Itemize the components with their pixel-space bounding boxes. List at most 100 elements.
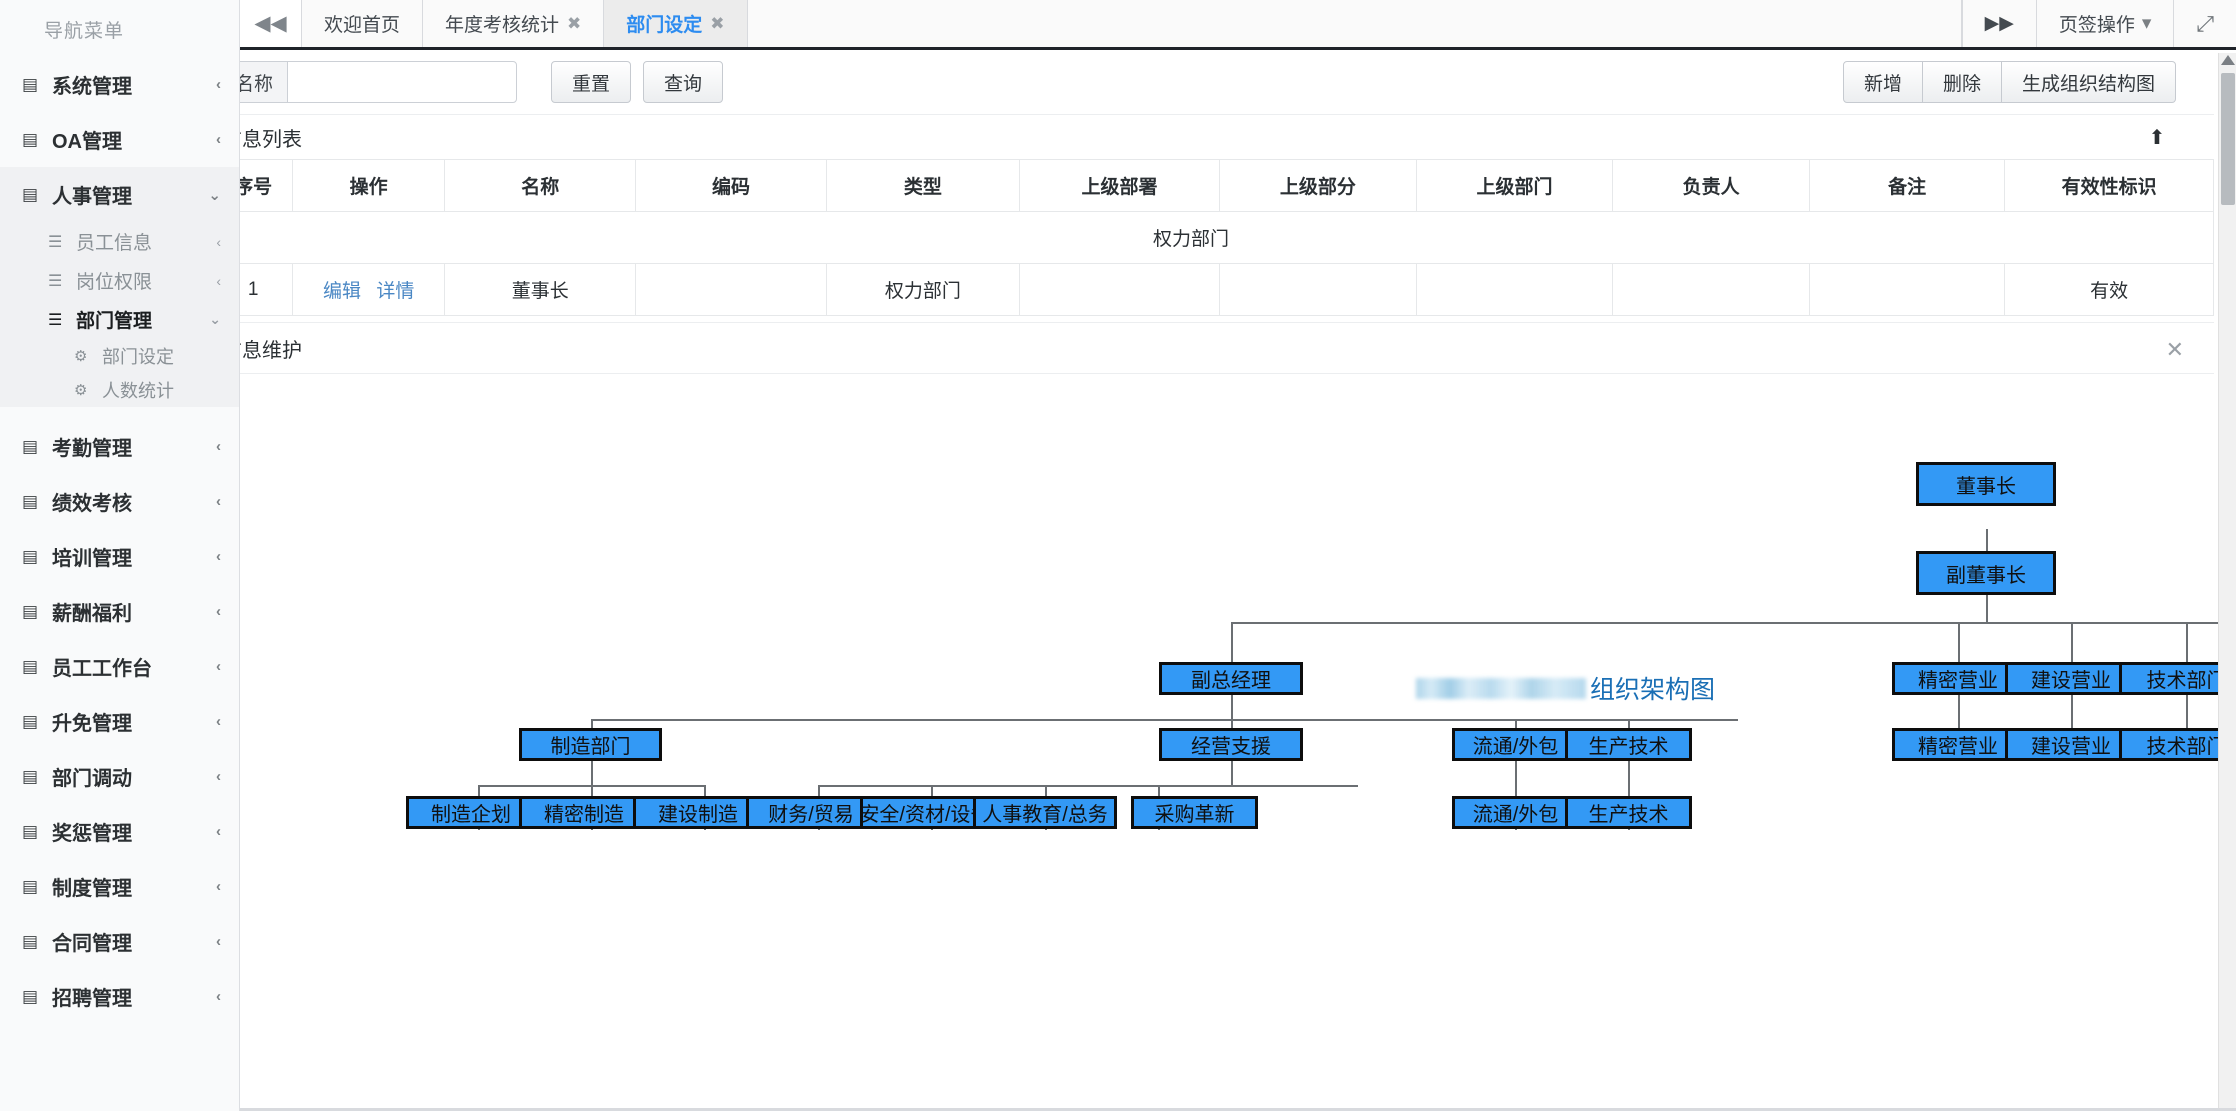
org-node-precision-manufacturing[interactable]: 精密制造 [519, 796, 649, 829]
column-code[interactable]: 编码 [635, 159, 827, 212]
connector [591, 719, 1738, 721]
edit-link[interactable]: 编辑 [323, 281, 362, 302]
org-node-chairman[interactable]: 董事长 [1916, 462, 2056, 506]
connector [1231, 761, 1233, 785]
sidebar-item-label: 考勤管理 [52, 438, 132, 460]
org-node-technology-div[interactable]: 技术部门 [2119, 662, 2236, 695]
delete-button[interactable]: 删除 [1922, 61, 2002, 103]
table-row[interactable]: 1 编辑 详情 董事长 权力部门 有效 [240, 263, 2214, 316]
org-node-production-technology-l4[interactable]: 生产技术 [1565, 728, 1692, 761]
sidebar-item-performance-review[interactable]: ▤ 绩效考核 ‹ [0, 474, 239, 529]
sidebar-item-hr-management[interactable]: ▤ 人事管理 ⌄ [0, 167, 239, 222]
refresh-icon[interactable]: ⬆ [2148, 126, 2166, 149]
sidebar-item-recruitment-management[interactable]: ▤ 招聘管理 ‹ [0, 969, 239, 1024]
org-node-construction-sales-div[interactable]: 建设营业 [2005, 662, 2137, 695]
column-owner[interactable]: 负责人 [1612, 159, 1810, 212]
sidebar-item-headcount-statistics[interactable]: ⚙ 人数统计 [0, 373, 239, 407]
column-remark[interactable]: 备注 [1808, 159, 2006, 212]
sidebar-subitem-label: 岗位权限 [76, 272, 153, 293]
sidebar-item-position-permission[interactable]: ☰ 岗位权限 ‹ [0, 261, 239, 300]
caret-down-icon: ▾ [2141, 13, 2152, 34]
org-node-manufacturing-dept[interactable]: 制造部门 [519, 728, 662, 761]
sidebar-subitem-label: 员工信息 [76, 233, 153, 254]
column-name[interactable]: 名称 [444, 159, 637, 212]
tab-welcome-home[interactable]: 欢迎首页 [302, 0, 424, 47]
sidebar-item-label: 部门调动 [52, 768, 132, 790]
tab-annual-review-statistics[interactable]: 年度考核统计 ✖ [423, 0, 605, 47]
sidebar-item-department-transfer[interactable]: ▤ 部门调动 ‹ [0, 749, 239, 804]
tabs-scroll-left-button[interactable]: ◀◀ [240, 0, 302, 47]
column-operation[interactable]: 操作 [291, 159, 446, 212]
org-node-technology-team[interactable]: 技术部门 [2119, 728, 2236, 761]
book-icon: ▤ [22, 491, 39, 511]
sidebar-item-reward-punishment[interactable]: ▤ 奖惩管理 ‹ [0, 804, 239, 859]
org-chart: 组织架构图 [240, 374, 2236, 904]
row-parent-bu [1018, 263, 1221, 316]
column-parent-division[interactable]: 上级部分 [1219, 159, 1417, 212]
org-node-distribution-outsourcing-l4[interactable]: 流通/外包 [1452, 728, 1579, 761]
org-node-precision-sales-div[interactable]: 精密营业 [1892, 662, 2024, 695]
tab-close-icon[interactable]: ✖ [710, 13, 725, 33]
tabs-scroll-right-button[interactable]: ▶▶ [1961, 0, 2036, 47]
connector [1958, 695, 1960, 740]
org-node-hr-education-general-affairs[interactable]: 人事教育/总务 [973, 796, 1117, 829]
sidebar-item-attendance-management[interactable]: ▤ 考勤管理 ‹ [0, 419, 239, 474]
sidebar-item-employee-workbench[interactable]: ▤ 员工工作台 ‹ [0, 639, 239, 694]
query-button[interactable]: 查询 [643, 61, 724, 103]
fullscreen-toggle-button[interactable]: ⤢ [2173, 0, 2236, 47]
column-type[interactable]: 类型 [825, 159, 1020, 212]
book-icon: ▤ [22, 436, 39, 456]
org-node-vice-general-manager[interactable]: 副总经理 [1159, 662, 1303, 695]
book-icon: ▤ [22, 711, 39, 731]
page-operations-dropdown[interactable]: 页签操作 ▾ [2035, 0, 2174, 47]
sidebar-item-compensation-benefits[interactable]: ▤ 薪酬福利 ‹ [0, 584, 239, 639]
column-parent-department[interactable]: 上级部门 [1415, 159, 1614, 212]
department-name-input[interactable] [287, 61, 518, 103]
org-node-safety-material-equipment[interactable]: 安全/资材/设备 [859, 796, 991, 829]
chevron-left-icon: ‹ [216, 933, 221, 950]
connector [1231, 622, 1233, 662]
close-icon[interactable]: ✕ [2165, 337, 2184, 362]
record-actions-group: 新增 删除 生成组织结构图 [1842, 61, 2176, 103]
org-node-finance-trade[interactable]: 财务/贸易 [746, 796, 876, 829]
org-node-construction-manufacturing[interactable]: 建设制造 [633, 796, 763, 829]
vertical-scroll-thumb[interactable] [2221, 73, 2235, 205]
sidebar-item-promotion-management[interactable]: ▤ 升免管理 ‹ [0, 694, 239, 749]
sidebar-item-label: 招聘管理 [52, 988, 132, 1010]
vertical-scrollbar[interactable] [2218, 53, 2236, 1111]
org-node-purchasing-innovation[interactable]: 采购革新 [1131, 796, 1258, 829]
sidebar-item-employee-info[interactable]: ☰ 员工信息 ‹ [0, 222, 239, 261]
department-name-filter: 部门名称 [240, 61, 518, 103]
horizontal-scrollbar[interactable] [240, 1108, 2236, 1111]
detail-link[interactable]: 详情 [376, 281, 415, 302]
sidebar-item-department-setting[interactable]: ⚙ 部门设定 [0, 339, 239, 373]
sidebar-item-system-management[interactable]: ▤ 系统管理 ‹ [0, 57, 239, 112]
reset-button[interactable]: 重置 [551, 61, 632, 103]
tab-close-icon[interactable]: ✖ [567, 13, 582, 33]
generate-org-chart-button[interactable]: 生成组织结构图 [2001, 61, 2176, 103]
sidebar-subitem-label: 部门管理 [76, 311, 153, 332]
column-valid-flag[interactable]: 有效性标识 [2004, 159, 2214, 212]
scroll-up-arrow-icon[interactable] [2221, 55, 2235, 65]
book-icon: ▤ [22, 184, 39, 204]
sidebar-item-label: 人事管理 [52, 186, 132, 208]
org-node-manufacturing-planning[interactable]: 制造企划 [406, 796, 536, 829]
tab-department-setting[interactable]: 部门设定 ✖ [604, 0, 748, 47]
sidebar-item-label: 绩效考核 [52, 493, 132, 515]
org-node-construction-sales-team[interactable]: 建设营业 [2005, 728, 2137, 761]
column-parent-bu[interactable]: 上级部署 [1018, 159, 1221, 212]
sidebar-item-contract-management[interactable]: ▤ 合同管理 ‹ [0, 914, 239, 969]
org-node-management-support[interactable]: 经营支援 [1159, 728, 1303, 761]
row-actions: 编辑 详情 [291, 263, 446, 316]
org-node-distribution-outsourcing-l5[interactable]: 流通/外包 [1452, 796, 1579, 829]
sidebar-item-training-management[interactable]: ▤ 培训管理 ‹ [0, 529, 239, 584]
list-icon: ☰ [48, 272, 63, 290]
sidebar-item-policy-management[interactable]: ▤ 制度管理 ‹ [0, 859, 239, 914]
sidebar-item-department-management[interactable]: ☰ 部门管理 ⌄ [0, 300, 239, 339]
org-node-vice-chairman[interactable]: 副董事长 [1916, 551, 2056, 595]
org-node-production-technology-l5[interactable]: 生产技术 [1565, 796, 1692, 829]
column-seq[interactable]: 序号 [240, 159, 293, 212]
add-button[interactable]: 新增 [1842, 61, 1923, 103]
sidebar-item-oa-management[interactable]: ▤ OA管理 ‹ [0, 112, 239, 167]
org-node-precision-sales-team[interactable]: 精密营业 [1892, 728, 2024, 761]
